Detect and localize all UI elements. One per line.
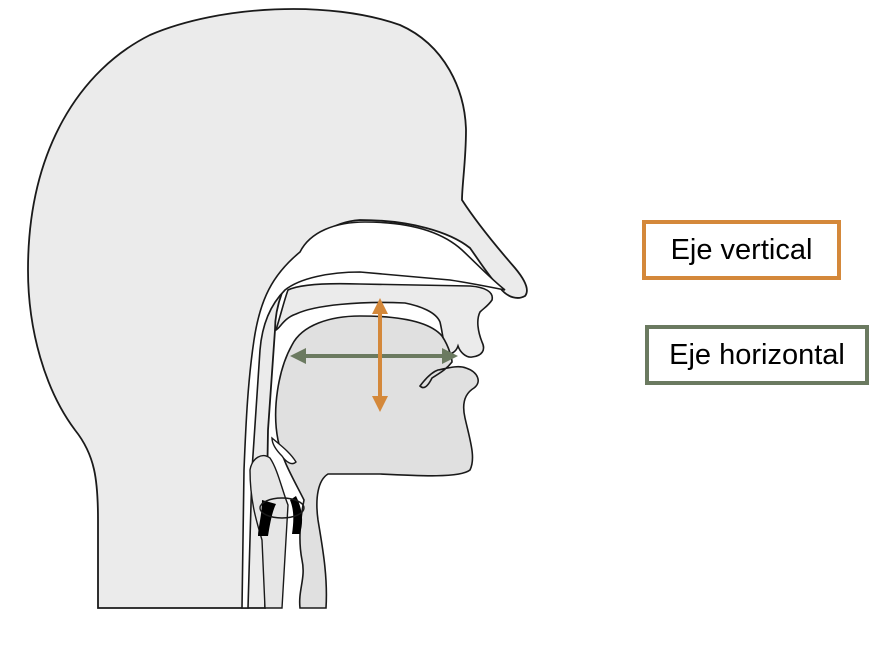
epiglottis <box>271 436 297 465</box>
vertical-axis-label-box: Eje vertical <box>642 220 841 280</box>
nasal-cavity <box>241 221 506 609</box>
hard-palate <box>274 282 494 358</box>
larynx <box>249 454 289 609</box>
oral-cavity <box>274 315 479 609</box>
horizontal-axis-label: Eje horizontal <box>669 338 845 371</box>
horizontal-axis-label-box: Eje horizontal <box>645 325 869 385</box>
glottis-ring <box>259 497 305 519</box>
vocal-folds <box>258 500 276 536</box>
vertical-axis-label: Eje vertical <box>670 233 813 266</box>
